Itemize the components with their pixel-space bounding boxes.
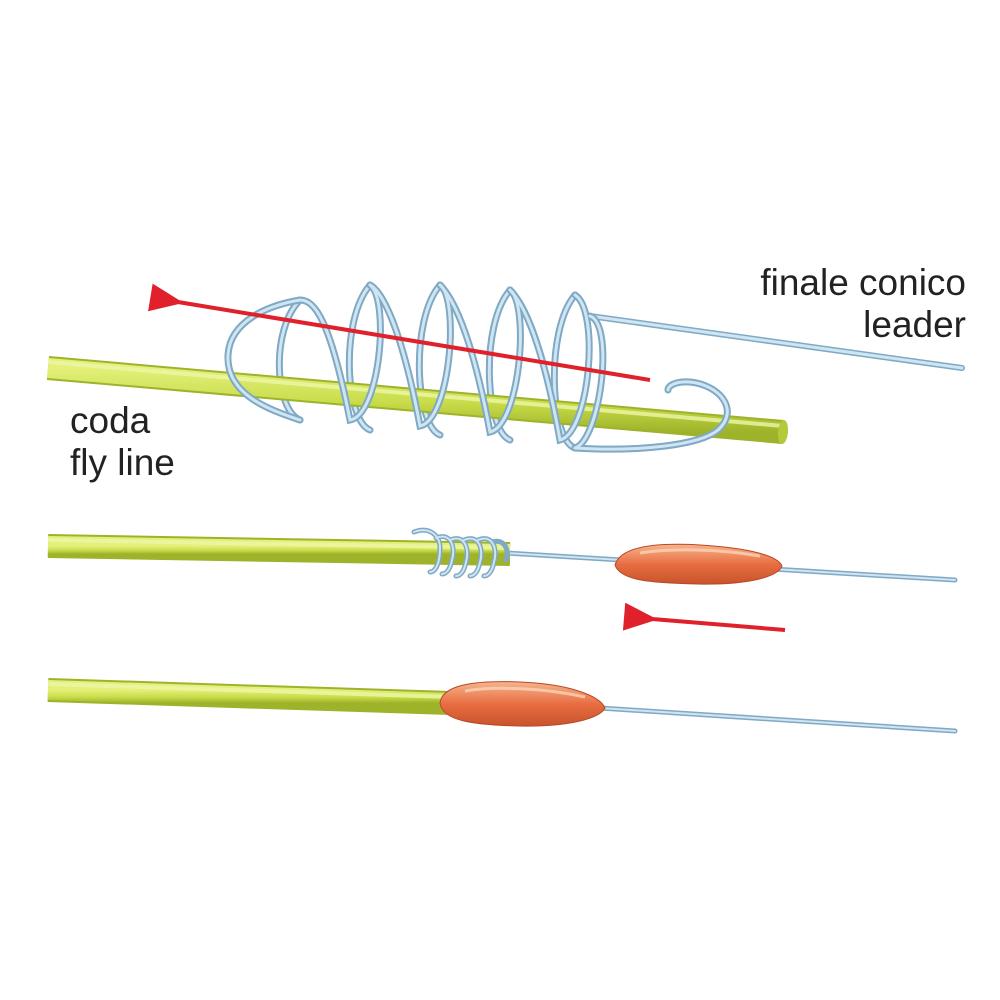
fly-line-label: coda fly line	[70, 400, 175, 484]
small-coils	[411, 527, 510, 579]
pull-arrow-step1	[148, 283, 651, 382]
leader-label-english: leader	[863, 304, 966, 345]
step-2-slide-tube	[47, 527, 958, 632]
fly-line-label-english: fly line	[70, 442, 175, 483]
step-3-finished-knot	[47, 678, 958, 734]
step-1-tie-coils	[46, 281, 965, 453]
leader-label: finale conico leader	[760, 262, 966, 346]
slide-arrow-step2	[622, 602, 786, 632]
fly-line-label-italian: coda	[70, 400, 151, 441]
leader-coils-front	[224, 281, 731, 453]
leader-label-italian: finale conico	[760, 262, 966, 303]
leader-coils-back	[275, 281, 579, 452]
